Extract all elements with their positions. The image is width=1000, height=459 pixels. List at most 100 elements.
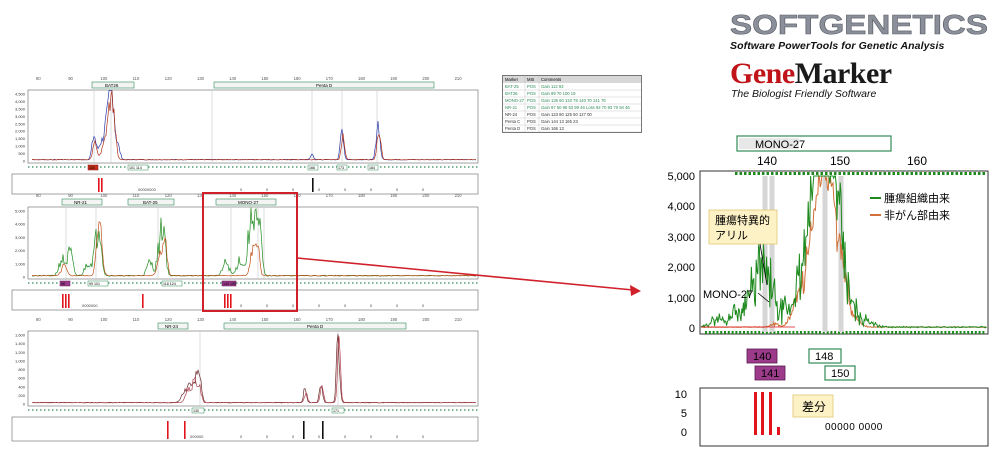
- x-tick-label: 170: [326, 193, 334, 198]
- y-tick-label: 200: [18, 393, 25, 398]
- top-ruler-tick: [973, 172, 976, 175]
- x-tick-label: 110: [133, 76, 140, 81]
- bottom-ruler-tick: [906, 331, 909, 334]
- table-cell-msi: POS: [527, 84, 536, 89]
- genemarker-tagline: The Biologist Friendly Software: [731, 88, 877, 100]
- table-cell-comments: Gain 112 93: [541, 84, 564, 89]
- marker-tag[interactable]: [127, 198, 175, 206]
- diff-zero: 0: [344, 187, 347, 192]
- zoom-xtick-150: 150: [830, 154, 850, 168]
- x-tick-label: 130: [197, 317, 205, 322]
- zoom-ytick-1000: 1,000: [667, 293, 695, 305]
- diff-ytick-0: 0: [681, 427, 687, 439]
- zoom-ytick-4000: 4,000: [667, 201, 695, 213]
- bin-box[interactable]: [127, 164, 149, 171]
- y-tick-label: 1,200: [15, 350, 26, 355]
- top-ruler-tick: [811, 172, 814, 175]
- y-tick-label: 4,000: [15, 99, 26, 104]
- x-tick-label: 200: [422, 193, 430, 198]
- diff-zero: 0: [318, 187, 321, 192]
- diff-bar: [322, 421, 324, 439]
- bin-label: 140 150: [223, 282, 236, 286]
- bin-box[interactable]: [161, 280, 183, 287]
- x-tick-label: 100: [100, 193, 108, 198]
- bottom-ruler-tick: [750, 331, 753, 334]
- bin-140[interactable]: [746, 348, 778, 364]
- table-cell-comments: Gain 135 60 133 78 140 70 141 76: [541, 98, 606, 103]
- callout-box: [708, 209, 778, 245]
- bin-box[interactable]: [191, 407, 205, 414]
- genemarker-logo: GeneMarker: [730, 57, 892, 91]
- diff-bar: [65, 294, 67, 308]
- top-ruler-tick: [897, 172, 900, 175]
- bin-141-label: 141: [761, 368, 779, 380]
- x-tick-label: 190: [390, 193, 398, 198]
- marker-tag[interactable]: [61, 198, 103, 206]
- zoom-panel[interactable]: MONO-27 140 150 160 5,000 4,000 3,000 2,…: [655, 130, 1000, 459]
- bottom-ruler-tick: [849, 331, 852, 334]
- bottom-ruler-tick: [762, 331, 764, 334]
- y-tick-label: 3,000: [15, 114, 26, 119]
- bottom-ruler-tick: [777, 331, 780, 334]
- bin-box[interactable]: [367, 164, 379, 171]
- bin-box[interactable]: [87, 164, 99, 171]
- diff-trace-text: 00000 0000: [825, 422, 883, 433]
- bottom-ruler-tick: [716, 331, 719, 334]
- bottom-ruler-tick: [952, 331, 954, 334]
- bottom-ruler-tick: [841, 331, 844, 334]
- marker-tag[interactable]: [91, 81, 135, 89]
- trace-tumor: [700, 175, 987, 329]
- bin-box[interactable]: [307, 164, 319, 171]
- marker-tag[interactable]: [223, 322, 407, 330]
- bin-148[interactable]: [808, 348, 842, 364]
- x-tick-label: 180: [358, 317, 366, 322]
- bin-box[interactable]: [331, 407, 345, 414]
- bottom-ruler-tick: [819, 331, 821, 334]
- zoom-ytick-0: 0: [689, 323, 695, 335]
- x-tick-label: 140: [229, 76, 237, 81]
- x-tick-label: 170: [326, 76, 334, 81]
- top-ruler-tick: [915, 172, 918, 175]
- bin-box[interactable]: [87, 280, 109, 287]
- marker-tag-label: NR-21: [74, 200, 88, 205]
- x-tick-label: 200: [422, 76, 430, 81]
- x-tick-label: 160: [294, 317, 302, 322]
- table-header-msi: MSI: [527, 77, 534, 82]
- softgenetics-tagline: Software PowerTools for Genetic Analysis: [730, 40, 945, 52]
- bin-141[interactable]: [754, 365, 786, 381]
- marker-tag[interactable]: [213, 81, 435, 89]
- top-ruler-tick: [766, 172, 769, 175]
- top-ruler-tick: [937, 172, 940, 175]
- bottom-ruler-tick: [902, 331, 905, 334]
- bottom-ruler-tick: [727, 331, 730, 334]
- table-header-comments: Comments: [541, 77, 561, 82]
- softgenetics-wordmark: SOFTGENETICS: [730, 10, 988, 38]
- y-tick-label: 3,000: [15, 235, 26, 240]
- x-tick-label: 170: [326, 317, 334, 322]
- diff-bar: [68, 294, 70, 308]
- bottom-ruler-tick: [872, 331, 875, 334]
- y-tick-label: 1,000: [15, 358, 26, 363]
- bottom-ruler-tick: [898, 331, 901, 334]
- top-ruler-tick: [933, 172, 936, 175]
- top-ruler-tick: [928, 172, 931, 175]
- y-tick-label: 5,000: [15, 209, 26, 214]
- bottom-ruler-tick: [784, 331, 787, 334]
- diff-bar: [98, 178, 100, 192]
- top-ruler-tick: [919, 172, 922, 175]
- diff-bar: [142, 294, 144, 308]
- marker-tag[interactable]: [157, 322, 189, 330]
- bin-box[interactable]: [59, 280, 71, 287]
- bin-150[interactable]: [824, 365, 856, 381]
- bottom-ruler-tick: [857, 331, 859, 334]
- bin-box[interactable]: [336, 164, 348, 171]
- bottom-ruler-tick: [891, 331, 894, 334]
- diff-strip-frame: [11, 173, 479, 195]
- x-tick-label: 210: [455, 193, 463, 198]
- table-cell-marker: BAT-25: [505, 84, 519, 89]
